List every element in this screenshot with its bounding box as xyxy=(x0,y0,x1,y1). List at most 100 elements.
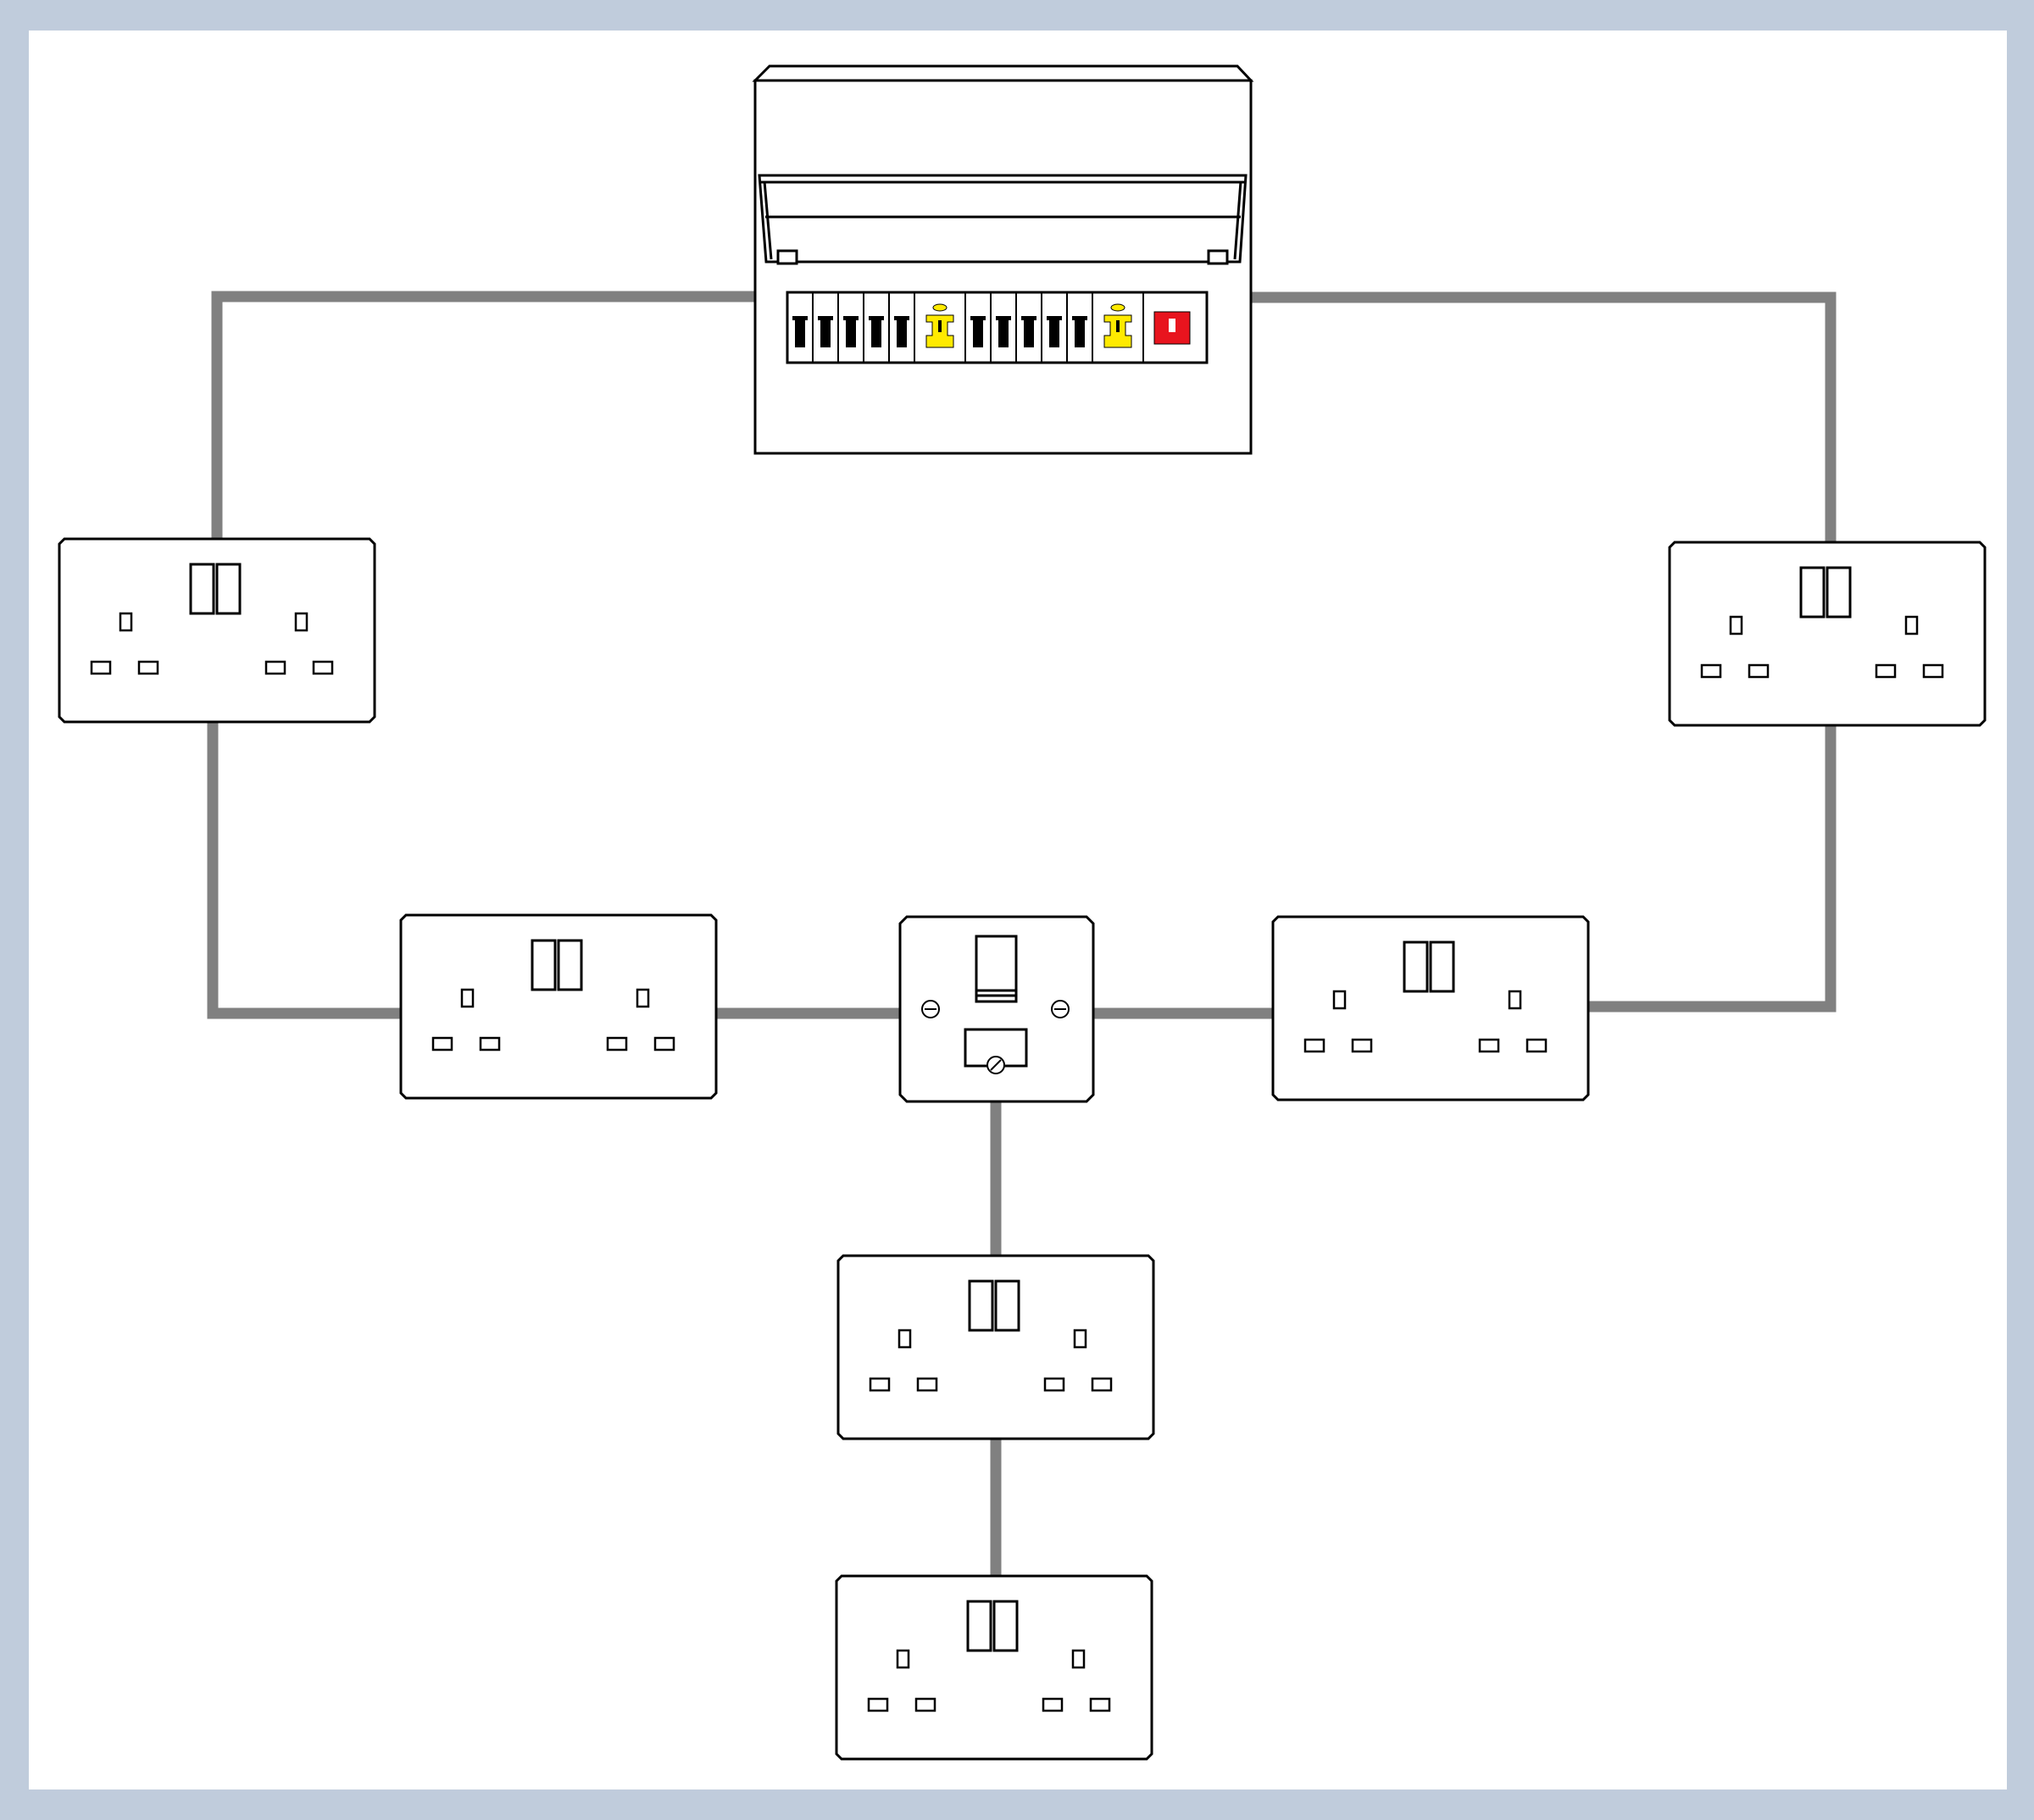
neutral-pin-hole xyxy=(312,660,334,675)
earth-pin-hole xyxy=(1729,615,1743,635)
mcb-toggle-cap xyxy=(869,316,884,320)
earth-pin-hole xyxy=(1071,1649,1086,1669)
neutral-pin-hole xyxy=(431,1036,453,1051)
fuse-screw-slot xyxy=(990,1059,1002,1071)
socket-switch-left[interactable] xyxy=(968,1279,994,1332)
socket-outlets xyxy=(58,537,1987,1761)
socket-switch-right[interactable] xyxy=(992,1600,1019,1652)
mcb-breaker[interactable] xyxy=(990,292,1011,363)
mcb-toggle[interactable] xyxy=(1024,319,1034,347)
mcb-breaker[interactable] xyxy=(837,292,859,363)
mcb-toggle[interactable] xyxy=(1049,319,1059,347)
socket-switch-left[interactable] xyxy=(189,563,215,615)
mcb-toggle-cap xyxy=(843,316,859,320)
cable-left-top-to-left-bottom-socket xyxy=(207,722,402,1019)
socket-switch-right[interactable] xyxy=(994,1279,1020,1332)
neutral-pin-hole xyxy=(90,660,112,675)
live-pin-hole xyxy=(1042,1697,1064,1712)
breaker-row xyxy=(792,292,1191,363)
neutral-pin-hole xyxy=(1526,1038,1548,1053)
mcb-toggle-cap xyxy=(894,316,909,320)
neutral-pin-hole xyxy=(1700,663,1722,679)
earth-pin-hole xyxy=(460,988,475,1008)
socket-switch-left[interactable] xyxy=(1799,566,1826,619)
rcd-switch[interactable] xyxy=(914,292,954,363)
consumer-unit-cover-flap[interactable] xyxy=(758,174,1248,264)
rcd-toggle-mark xyxy=(938,320,942,332)
mcb-breaker[interactable] xyxy=(1041,292,1062,363)
mcb-breaker[interactable] xyxy=(964,292,986,363)
live-pin-hole xyxy=(479,1036,501,1051)
cover-flap-right-side xyxy=(1233,180,1242,260)
neutral-pin-hole xyxy=(1922,663,1944,679)
consumer-unit-top-lip xyxy=(752,64,1254,82)
mcb-toggle-cap xyxy=(1021,316,1036,320)
mcb-breaker[interactable] xyxy=(1066,292,1087,363)
mcb-toggle-cap xyxy=(1047,316,1062,320)
mcb-breaker[interactable] xyxy=(792,316,808,347)
cover-hinge-left xyxy=(776,249,798,265)
earth-pin-hole xyxy=(119,612,133,632)
mcb-breaker[interactable] xyxy=(812,292,833,363)
live-pin-hole xyxy=(1351,1038,1373,1053)
socket-switch-right[interactable] xyxy=(1826,566,1852,619)
socket-switch-left[interactable] xyxy=(966,1600,992,1652)
mcb-toggle[interactable] xyxy=(846,319,856,347)
live-pin-hole xyxy=(264,660,286,675)
neutral-pin-hole xyxy=(1089,1697,1111,1712)
socket-right-bottom xyxy=(1271,915,1590,1101)
earth-pin-hole xyxy=(898,1329,912,1349)
mcb-toggle-cap xyxy=(996,316,1011,320)
neutral-pin-hole xyxy=(653,1036,675,1051)
socket-right-top xyxy=(1668,541,1987,727)
socket-switch-right[interactable] xyxy=(1429,941,1455,993)
mcb-toggle[interactable] xyxy=(973,319,983,347)
cover-flap-left-side xyxy=(763,180,773,260)
socket-faceplate xyxy=(835,1574,1153,1761)
neutral-pin-hole xyxy=(1091,1377,1113,1392)
socket-faceplate xyxy=(58,537,376,724)
main-isolator-switch[interactable] xyxy=(1142,292,1191,363)
socket-switch-left[interactable] xyxy=(531,939,557,991)
socket-switch-left[interactable] xyxy=(1403,941,1429,993)
consumer-unit-body xyxy=(753,79,1253,455)
mcb-toggle-cap xyxy=(792,316,808,320)
live-pin-hole xyxy=(606,1036,628,1051)
mcb-toggle[interactable] xyxy=(871,319,881,347)
socket-switch-right[interactable] xyxy=(557,939,583,991)
live-pin-hole xyxy=(1478,1038,1500,1053)
fused-spur-unit xyxy=(898,915,1095,1103)
rcd-switch[interactable] xyxy=(1092,292,1132,363)
rcd-test-button[interactable] xyxy=(1110,303,1125,312)
mcb-toggle[interactable] xyxy=(897,319,907,347)
cover-hinge-right xyxy=(1207,249,1229,265)
cable-cu-to-left-top-socket xyxy=(211,291,755,539)
mcb-toggle-cap xyxy=(1072,316,1087,320)
cable-right-bottom-to-right-top-socket xyxy=(1585,724,1837,1013)
rcd-toggle-mark xyxy=(1116,320,1120,332)
mcb-breaker[interactable] xyxy=(888,292,909,363)
earth-pin-hole xyxy=(1332,990,1347,1010)
earth-pin-hole xyxy=(294,612,308,632)
earth-pin-hole xyxy=(1508,990,1522,1010)
mcb-toggle[interactable] xyxy=(1075,319,1085,347)
mcb-toggle[interactable] xyxy=(795,319,805,347)
socket-left-top xyxy=(58,537,376,724)
mcb-toggle[interactable] xyxy=(820,319,831,347)
main-switch-mark xyxy=(1169,319,1175,332)
live-pin-hole xyxy=(1748,663,1770,679)
socket-switch-right[interactable] xyxy=(215,563,242,615)
live-pin-hole xyxy=(137,660,159,675)
socket-left-bottom xyxy=(399,913,718,1100)
neutral-pin-hole xyxy=(1303,1038,1325,1053)
mcb-breaker[interactable] xyxy=(863,292,884,363)
mcb-toggle[interactable] xyxy=(998,319,1009,347)
earth-pin-hole xyxy=(636,988,650,1008)
live-pin-hole xyxy=(1043,1377,1065,1392)
mcb-toggle-cap xyxy=(818,316,833,320)
spur-faceplate xyxy=(898,915,1095,1103)
mcb-breaker[interactable] xyxy=(1015,292,1036,363)
rcd-test-button[interactable] xyxy=(932,303,948,312)
live-pin-hole xyxy=(916,1377,938,1392)
